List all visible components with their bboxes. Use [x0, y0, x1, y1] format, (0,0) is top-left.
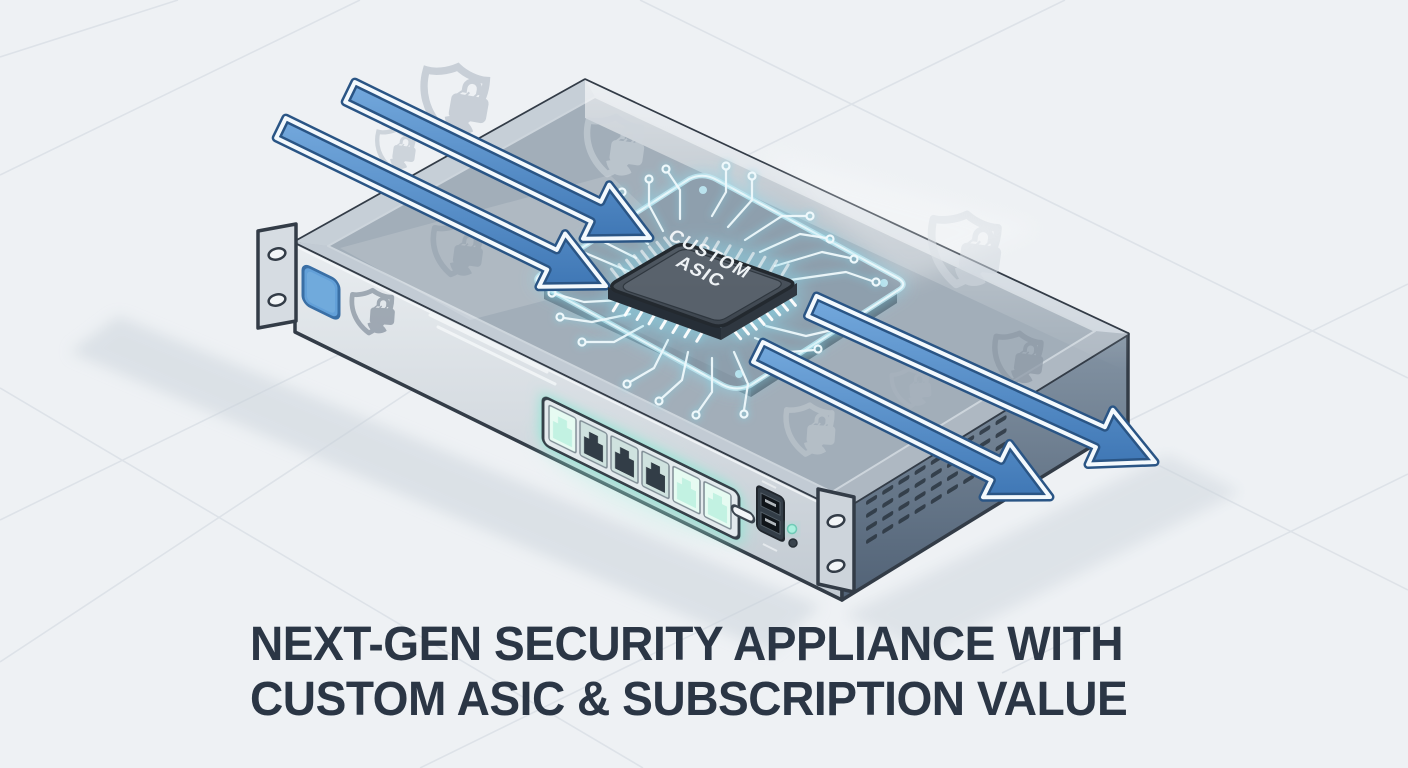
chip-pin: [647, 245, 658, 258]
vent-slot: [866, 533, 878, 544]
traffic-arrow-out-1: [803, 291, 1160, 469]
trace-pad: [644, 174, 654, 184]
cast-shadow-right: [845, 455, 1240, 652]
headline-line-1: NEXT-GEN SECURITY APPLIANCE WITH: [250, 618, 1124, 671]
ethernet-port: [703, 481, 732, 530]
ethernet-port: [641, 450, 670, 500]
chip-pin: [663, 236, 674, 249]
ethernet-port: [672, 465, 701, 515]
vent-slot: [866, 520, 878, 531]
chip-pin: [734, 248, 744, 262]
vent-slot: [898, 501, 910, 511]
rack-ear-left: [256, 222, 298, 330]
vent-slot: [882, 498, 894, 508]
vent-slot: [914, 478, 926, 488]
vent-slot: [995, 441, 1007, 452]
vent-slot: [963, 474, 975, 484]
pcb-corner-dot: [735, 370, 743, 378]
trace-pad: [555, 312, 565, 322]
lid-rim-front: [295, 242, 842, 510]
trace-pad: [747, 171, 757, 181]
status-led: [786, 523, 798, 535]
vent-slot: [930, 481, 942, 491]
ethernet-port-block: [541, 396, 741, 540]
vent-slot: [866, 494, 878, 505]
trace-pad: [691, 410, 701, 420]
dual-usb-port: [756, 485, 785, 542]
vent-slot: [946, 471, 959, 481]
trace-pad: [849, 254, 859, 264]
reset-button: [788, 538, 798, 548]
usb-c-port: [730, 504, 756, 524]
chip-pin: [780, 263, 790, 277]
vent-slot: [914, 491, 926, 501]
trace-pad: [825, 234, 835, 244]
traffic-arrow-in-1: [340, 77, 655, 244]
traffic-arrow-in-2: [271, 113, 611, 292]
pcb-corner-dot: [699, 186, 707, 194]
vent-slot: [898, 475, 910, 485]
chip-pin: [632, 254, 643, 267]
chip-pin: [722, 244, 732, 258]
chip-pin: [617, 263, 628, 276]
chip-pin: [609, 267, 620, 280]
trace-pad: [622, 379, 632, 389]
trace-pad: [661, 164, 671, 174]
headline: NEXT-GEN SECURITY APPLIANCE WITH CUSTOM …: [250, 617, 1128, 727]
front-edge-highlight: [296, 246, 841, 514]
cast-shadow-left: [70, 316, 820, 652]
vent-slot: [946, 484, 959, 494]
vent-slot: [979, 425, 991, 436]
chip-pin: [745, 251, 755, 265]
pcb-corner-dot: [880, 279, 888, 287]
traffic-arrow-out-2: [748, 337, 1055, 502]
chip-pin: [769, 259, 779, 273]
vent-slot: [882, 511, 894, 521]
chip-pin: [655, 240, 666, 253]
vent-slot: [930, 468, 942, 478]
trace-pad: [813, 344, 823, 354]
trace-pad: [871, 277, 881, 287]
vent-slot: [882, 485, 894, 495]
vent-slot: [914, 465, 926, 475]
asic-chip: CUSTOM ASIC: [608, 225, 797, 340]
lid-rim-rear-left: [295, 80, 595, 246]
lid-rim-right: [832, 331, 1128, 510]
chip-pin: [710, 240, 720, 254]
headline-line-2: CUSTOM ASIC & SUBSCRIPTION VALUE: [250, 673, 1128, 726]
vent-slot: [979, 438, 991, 449]
vent-slot: [995, 428, 1007, 439]
ethernet-port: [548, 404, 577, 454]
light-beam: [763, 150, 1040, 284]
chip-pin: [699, 236, 709, 250]
traffic-arrows: [271, 77, 1160, 502]
vent-slot: [898, 514, 910, 524]
trace-pad: [739, 409, 749, 419]
trace-pad: [654, 396, 664, 406]
chip-pin: [757, 255, 767, 269]
trace-pad: [721, 161, 731, 171]
vent-slot: [898, 488, 910, 498]
chip-pin: [625, 258, 636, 271]
rack-ear-right: [816, 487, 856, 594]
vent-slot: [882, 524, 894, 534]
brand-badge: [301, 264, 341, 320]
vent-slot: [995, 415, 1007, 426]
trace-pad: [805, 211, 815, 221]
panel-streaks: [428, 313, 557, 386]
panel-marks: [761, 480, 778, 552]
trace-pad: [577, 337, 587, 347]
vent-slot: [930, 494, 942, 504]
vent-slot: [866, 507, 878, 518]
ethernet-port: [579, 420, 608, 469]
ethernet-port: [610, 435, 639, 484]
chip-pin: [640, 249, 651, 262]
vent-slot: [914, 504, 926, 514]
